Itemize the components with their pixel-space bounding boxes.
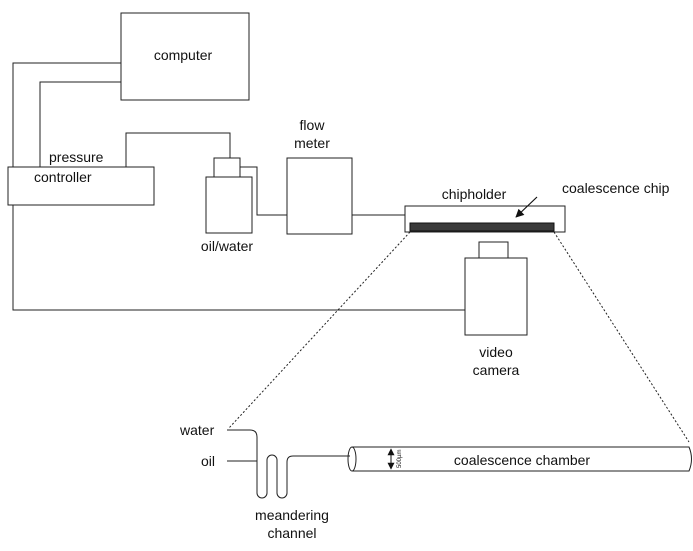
water-inlet-label: water	[179, 422, 215, 438]
meandering-channel-label-line2: channel	[267, 525, 316, 541]
pressure-controller-box	[7, 166, 155, 206]
chipholder-label: chipholder	[442, 186, 507, 202]
controller-to-reservoir-tube	[125, 132, 231, 167]
meandering-channel-label-line1: meandering	[255, 507, 329, 523]
camera-label-line1: video	[479, 344, 513, 360]
flowmeter-to-chip-tube	[352, 214, 411, 223]
reservoir-body	[205, 176, 253, 234]
coalescence-chip-label: coalescence chip	[562, 180, 670, 196]
pressure-controller-label-line1: pressure	[49, 149, 104, 165]
reservoir-label: oil/water	[201, 238, 253, 254]
reservoir-to-flowmeter-tube	[240, 166, 287, 216]
camera-body	[464, 257, 528, 336]
coalescence-chamber-end	[347, 446, 357, 472]
chamber-width-label: 500µm	[397, 450, 403, 468]
reservoir-cap	[213, 157, 241, 178]
computer-box	[120, 12, 250, 101]
flow-meter-label-line1: flow	[300, 117, 326, 133]
coalescence-chip-arrow	[515, 196, 538, 218]
flow-meter-label-line2: meter	[294, 135, 330, 151]
pressure-controller-label-line2: controller	[34, 169, 92, 185]
oil-inlet-label: oil	[201, 453, 215, 469]
meandering-channel-path	[227, 429, 350, 499]
zoom-line-left	[228, 231, 411, 429]
coalescence-chip	[409, 222, 555, 232]
zoom-line-right	[553, 231, 690, 443]
coalescence-chamber-outline	[352, 446, 692, 472]
camera-label-line2: camera	[473, 362, 520, 378]
computer-to-controller-cable	[39, 81, 121, 167]
coalescence-chamber-label: coalescence chamber	[454, 452, 591, 468]
camera-lens	[478, 241, 509, 259]
flow-meter-box	[286, 157, 353, 235]
computer-label: computer	[154, 47, 213, 63]
